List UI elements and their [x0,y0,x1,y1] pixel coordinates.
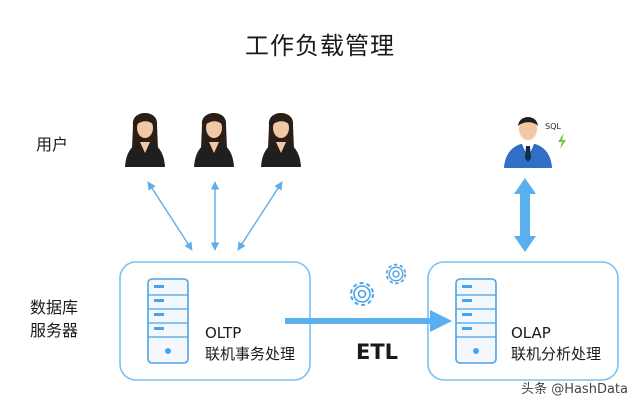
watermark: 头条 @HashData [521,382,628,397]
user-2-icon [194,113,234,167]
olap-name: OLAP [511,324,551,342]
db-servers-label-line2: 服务器 [30,321,79,340]
lightning-icon [558,133,566,149]
gear-small-icon [385,263,407,285]
oltp-server-icon [147,278,189,364]
user-3-icon [261,113,301,167]
etl-label: ETL [356,340,399,364]
diagram-title: 工作负载管理 [245,32,395,60]
analyst-icon [504,117,552,168]
user-1-icon [125,113,165,167]
gear-large-icon [350,282,374,306]
oltp-name: OLTP [205,324,242,342]
db-servers-label-line1: 数据库 [30,298,79,317]
olap-server-icon [455,278,497,364]
analyst-arrow [514,178,536,252]
olap-desc: 联机分析处理 [511,345,602,363]
users-label: 用户 [36,135,69,154]
user-1-arrow [147,181,193,251]
user-3-arrow [237,181,283,251]
sql-label: SQL [545,122,561,131]
etl-arrow [285,310,452,332]
oltp-desc: 联机事务处理 [205,345,296,363]
